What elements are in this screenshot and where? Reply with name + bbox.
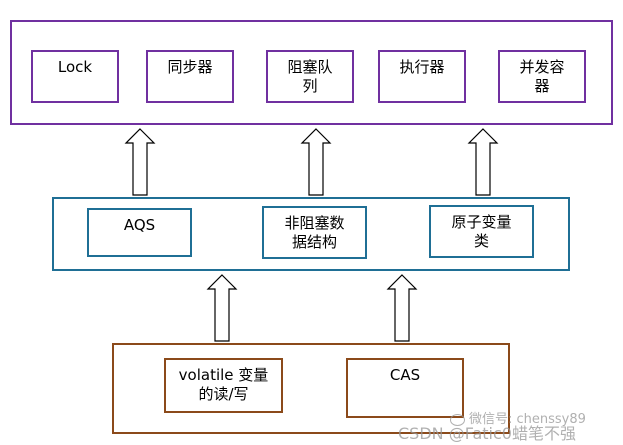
- up-arrow-icon: [206, 274, 238, 342]
- non-blocking-ds-label: 非阻塞数 据结构: [284, 214, 345, 251]
- cas-label: CAS: [389, 366, 421, 384]
- volatile-label: volatile 变量 的读/写: [178, 366, 269, 403]
- synchronizer-box: 同步器: [146, 50, 234, 103]
- cas-box: CAS: [346, 358, 464, 418]
- aqs-box: AQS: [87, 208, 192, 257]
- csdn-watermark: CSDN @Fatic0蜡笔不强: [398, 424, 576, 443]
- atomic-variable-label: 原子变量 类: [451, 213, 512, 250]
- blocking-queue-box: 阻塞队 列: [266, 50, 354, 103]
- concurrent-container-box: 并发容 器: [498, 50, 586, 103]
- concurrent-container-label: 并发容 器: [519, 58, 565, 95]
- non-blocking-ds-box: 非阻塞数 据结构: [262, 206, 367, 259]
- lock-box: Lock: [31, 50, 119, 103]
- up-arrow-icon: [467, 128, 499, 196]
- wechat-icon: [450, 413, 465, 426]
- atomic-variable-box: 原子变量 类: [429, 205, 534, 258]
- up-arrow-icon: [124, 128, 156, 196]
- up-arrow-icon: [386, 274, 418, 342]
- wechat-watermark: 微信号: chenssy89: [450, 408, 586, 427]
- executor-label: 执行器: [399, 58, 445, 76]
- up-arrow-icon: [300, 128, 332, 196]
- aqs-label: AQS: [123, 216, 156, 234]
- executor-box: 执行器: [378, 50, 466, 103]
- volatile-box: volatile 变量 的读/写: [164, 358, 283, 413]
- lock-label: Lock: [57, 58, 93, 76]
- synchronizer-label: 同步器: [167, 58, 213, 76]
- blocking-queue-label: 阻塞队 列: [287, 58, 333, 95]
